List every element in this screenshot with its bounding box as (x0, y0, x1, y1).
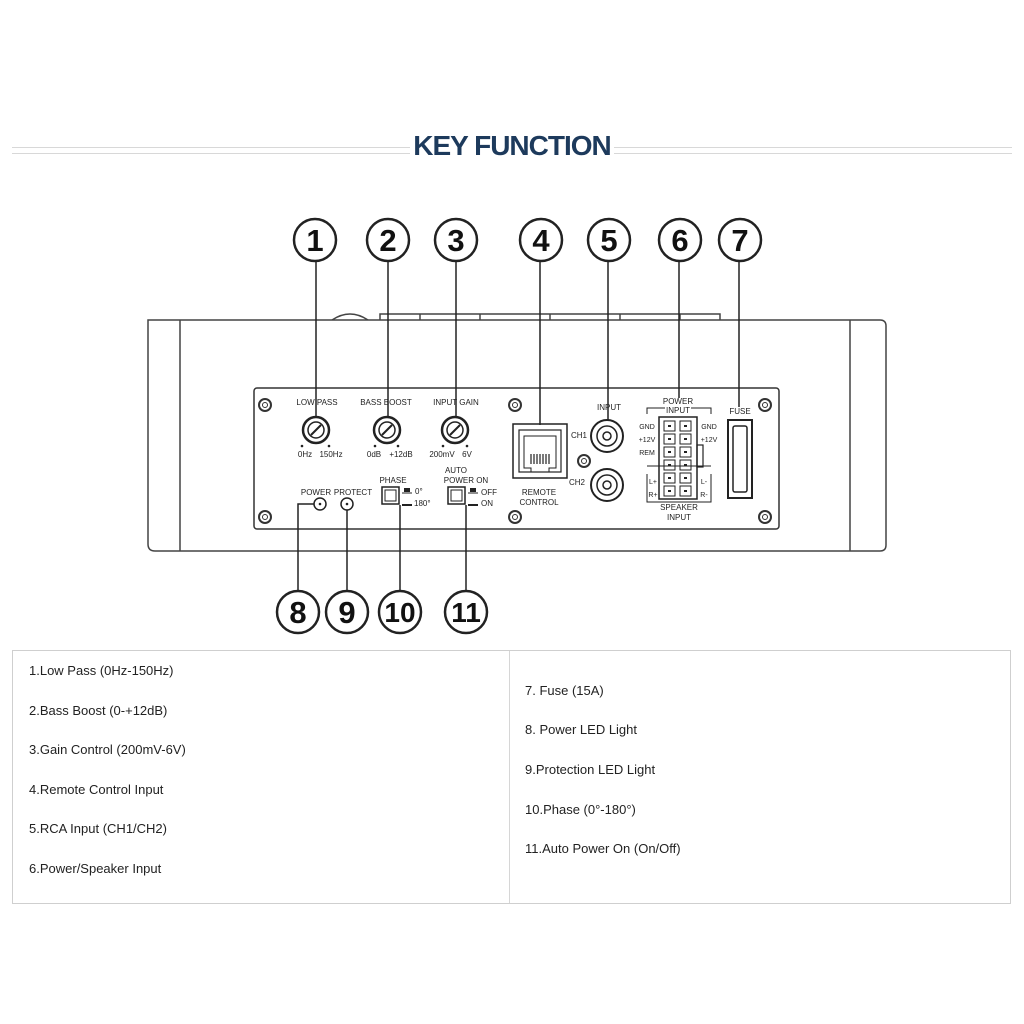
phase-0-label: 0° (415, 487, 423, 496)
remote-label-2: CONTROL (519, 498, 559, 507)
key-item-7: 7. Fuse (15A) (525, 683, 604, 698)
phase-switch[interactable] (381, 486, 400, 505)
phase-0-icon (404, 488, 410, 492)
phase-label: PHASE (379, 476, 406, 485)
callout-8: 8 (289, 595, 306, 630)
bass-boost-label: BASS BOOST (360, 398, 412, 407)
auto-power-label-1: AUTO (445, 466, 467, 475)
title-bar: KEY FUNCTION (0, 128, 1024, 168)
gnd-left-label: GND (639, 424, 655, 431)
low-pass-min-label: 0Hz (298, 450, 312, 459)
low-pass-knob[interactable] (301, 415, 331, 445)
callout-2: 2 (379, 223, 396, 258)
auto-off-label: OFF (481, 488, 497, 497)
protect-label: PROTECT (334, 488, 372, 497)
input-gain-max-label: 6V (462, 450, 472, 459)
low-pass-max-label: 150Hz (319, 450, 342, 459)
knob-dots (300, 444, 469, 448)
speaker-input-label-1: SPEAKER (660, 503, 698, 512)
amplifier-panel-diagram: LOW PASS 0Hz 150Hz BASS BOOST 0dB +12dB … (147, 217, 887, 635)
fuse-label: FUSE (729, 407, 750, 416)
key-item-5: 5.RCA Input (CH1/CH2) (29, 821, 167, 836)
callout-9: 9 (338, 595, 355, 630)
auto-power-switch[interactable] (447, 486, 466, 505)
callout-10: 10 (384, 597, 415, 628)
callout-3: 3 (447, 223, 464, 258)
callout-leader-lines (297, 262, 740, 591)
key-item-1: 1.Low Pass (0Hz-150Hz) (29, 663, 174, 678)
auto-off-icon (470, 488, 476, 492)
low-pass-label: LOW PASS (296, 398, 337, 407)
rca-ch1-jack[interactable] (590, 419, 624, 453)
rca-ch2-jack[interactable] (590, 468, 624, 502)
bass-boost-knob[interactable] (372, 415, 402, 445)
input-gain-knob[interactable] (440, 415, 470, 445)
callout-11: 11 (451, 597, 481, 628)
auto-on-label: ON (481, 499, 493, 508)
key-table-divider (509, 651, 510, 903)
remote-control-port[interactable] (512, 423, 568, 479)
gnd-right-label: GND (701, 424, 717, 431)
key-item-10: 10.Phase (0°-180°) (525, 802, 636, 817)
l-minus-label: L- (701, 479, 708, 486)
front-panel (253, 387, 780, 530)
key-item-11: 11.Auto Power On (On/Off) (525, 841, 681, 856)
callout-circles-bottom (275, 589, 489, 635)
key-item-4: 4.Remote Control Input (29, 782, 164, 797)
plus12v-right-label: +12V (701, 437, 718, 444)
ch1-label: CH1 (571, 431, 588, 440)
r-minus-label: R- (700, 492, 708, 499)
key-item-9: 9.Protection LED Light (525, 762, 656, 777)
callout-7: 7 (731, 223, 748, 258)
phase-180-label: 180° (414, 499, 431, 508)
input-gain-min-label: 200mV (429, 450, 455, 459)
callout-circles-top (292, 217, 763, 263)
power-input-label-2: INPUT (666, 406, 690, 415)
callout-4: 4 (532, 223, 550, 258)
key-item-8: 8. Power LED Light (525, 722, 638, 737)
callout-5: 5 (600, 223, 617, 258)
page-title: KEY FUNCTION (413, 130, 612, 161)
r-plus-label: R+ (648, 492, 657, 499)
rem-label: REM (639, 450, 655, 457)
power-label: POWER (301, 488, 331, 497)
bass-boost-min-label: 0dB (367, 450, 381, 459)
speaker-input-label-2: INPUT (667, 513, 691, 522)
callout-1: 1 (306, 223, 323, 258)
auto-power-label-2: POWER ON (444, 476, 489, 485)
key-function-table: 1.Low Pass (0Hz-150Hz) 2.Bass Boost (0-+… (12, 650, 1011, 904)
ch2-label: CH2 (569, 478, 586, 487)
l-plus-label: L+ (649, 479, 657, 486)
callout-6: 6 (671, 223, 688, 258)
bass-boost-max-label: +12dB (389, 450, 412, 459)
power-input-label-1: POWER (663, 397, 693, 406)
key-item-2: 2.Bass Boost (0-+12dB) (29, 703, 168, 718)
fuse-holder[interactable] (727, 419, 753, 499)
plus12v-left-label: +12V (639, 437, 656, 444)
remote-label-1: REMOTE (522, 488, 556, 497)
key-item-3: 3.Gain Control (200mV-6V) (29, 742, 186, 757)
input-label: INPUT (597, 403, 621, 412)
power-speaker-connector[interactable] (658, 416, 704, 500)
panel-screws (258, 398, 772, 524)
key-item-6: 6.Power/Speaker Input (29, 861, 162, 876)
device-body (147, 313, 887, 552)
